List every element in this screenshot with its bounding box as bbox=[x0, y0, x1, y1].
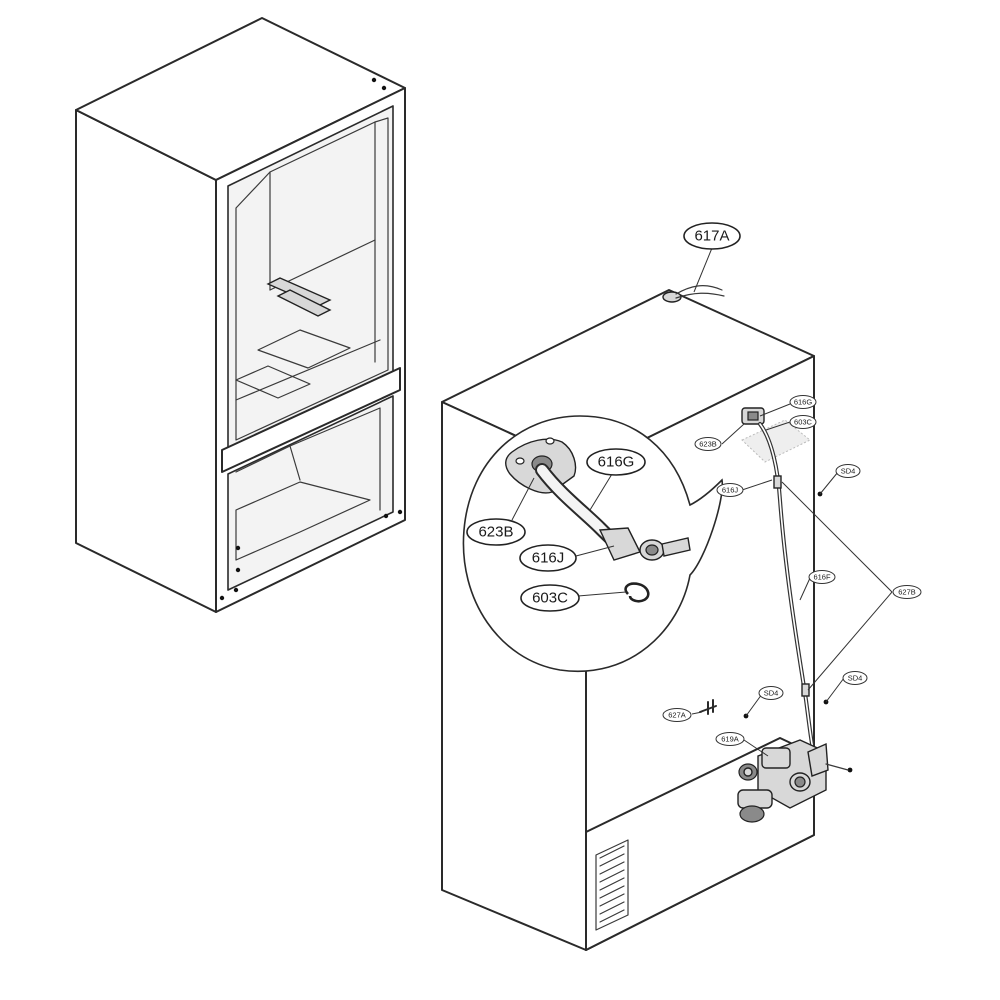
cabinet-front-view bbox=[75, 17, 406, 613]
label-617a: 617A bbox=[694, 228, 729, 245]
callout-sd4-mid: SD4 bbox=[758, 686, 784, 700]
leader-lines bbox=[511, 247, 893, 757]
vent-grille bbox=[595, 839, 629, 931]
callout-619a: 619A bbox=[715, 732, 745, 746]
cabinet-left-side bbox=[75, 109, 217, 613]
callout-616g-big: 616G bbox=[586, 448, 646, 476]
label-616j-big: 616J bbox=[532, 550, 565, 567]
callout-623b: 623B bbox=[694, 437, 722, 451]
callout-603c-big: 603C bbox=[520, 584, 580, 612]
callout-616f: 616F bbox=[808, 570, 836, 584]
label-616j: 616J bbox=[722, 486, 739, 495]
label-627b: 627B bbox=[898, 588, 916, 597]
label-sd4-mid: SD4 bbox=[764, 689, 779, 698]
label-627a: 627A bbox=[668, 711, 686, 720]
freezer-opening bbox=[227, 395, 394, 591]
label-623b-big: 623B bbox=[478, 524, 513, 541]
tube-clip-upper bbox=[773, 475, 782, 489]
callout-623b-big: 623B bbox=[466, 518, 526, 546]
ring-603c-enlarged bbox=[624, 582, 650, 603]
label-603c: 603C bbox=[794, 418, 813, 427]
callout-627a: 627A bbox=[662, 708, 692, 722]
label-616g-big: 616G bbox=[598, 454, 635, 471]
label-619a: 619A bbox=[721, 735, 739, 744]
label-616f: 616F bbox=[813, 573, 831, 582]
label-623b: 623B bbox=[699, 440, 717, 449]
tube-clip-lower bbox=[801, 683, 810, 697]
callout-616g: 616G bbox=[789, 395, 817, 409]
water-valve-619a bbox=[737, 739, 849, 823]
callout-617a: 617A bbox=[683, 222, 741, 250]
callout-616j-big: 616J bbox=[519, 544, 577, 572]
callout-sd4-upper: SD4 bbox=[835, 464, 861, 478]
callout-sd4-right: SD4 bbox=[842, 671, 868, 685]
callout-603c: 603C bbox=[789, 415, 817, 429]
mullion-divider bbox=[221, 367, 401, 473]
label-616g: 616G bbox=[794, 398, 813, 407]
label-sd4-right: SD4 bbox=[848, 674, 863, 683]
callout-616j: 616J bbox=[716, 483, 744, 497]
callout-627b: 627B bbox=[892, 585, 922, 599]
label-603c-big: 603C bbox=[532, 590, 568, 607]
label-sd4-upper: SD4 bbox=[841, 467, 856, 476]
sleeve-616j-enlarged bbox=[598, 527, 691, 561]
